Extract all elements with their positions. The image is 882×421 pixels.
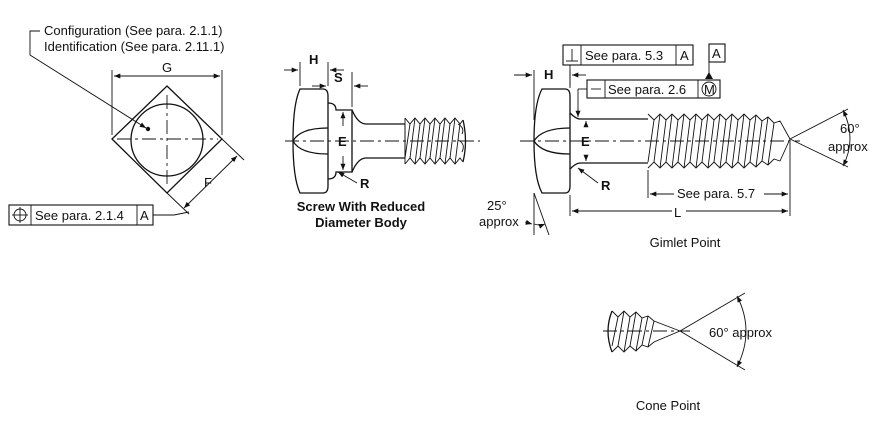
position-tolerance-icon — [12, 207, 28, 223]
position-ref: See para. 2.1.4 — [35, 208, 124, 223]
hex-head-right — [533, 88, 571, 194]
hex-head — [292, 88, 329, 194]
perp-ref: See para. 5.3 — [585, 48, 663, 63]
dim-s-label: S — [334, 70, 343, 85]
angle-head-2: approx — [479, 214, 519, 229]
caption-reduced-1: Screw With Reduced — [297, 199, 426, 214]
dim-g-label: G — [162, 60, 172, 75]
dim-f-label: F — [204, 175, 212, 190]
dim-l-label: L — [674, 205, 681, 220]
dim-h-right: H — [544, 67, 553, 82]
caption-reduced-2: Diameter Body — [315, 215, 408, 230]
gimlet-angle-1: 60° — [840, 121, 860, 136]
dim-r-right: R — [601, 178, 611, 193]
angle-head-1: 25° — [487, 198, 507, 213]
dim-r-left: R — [360, 176, 370, 191]
caption-cone: Cone Point — [636, 398, 701, 413]
identification-note: Identification (See para. 2.11.1) — [44, 39, 224, 54]
perp-datum: A — [680, 48, 689, 63]
dim-h-left: H — [309, 52, 318, 67]
position-datum: A — [140, 208, 149, 223]
end-view: G F Configuration (See para. 2.1.1) Iden… — [8, 23, 245, 226]
gimlet-angle-2: approx — [828, 139, 868, 154]
cone-angle: 60° approx — [709, 325, 773, 340]
dim-e-left: E — [338, 134, 347, 149]
thread-ref: See para. 5.7 — [677, 186, 755, 201]
straight-ref: See para. 2.6 — [608, 82, 686, 97]
cone-point: 60° approx Cone Point — [603, 292, 773, 413]
perpendicularity-icon — [566, 49, 578, 62]
caption-gimlet: Gimlet Point — [650, 235, 721, 250]
configuration-note: Configuration (See para. 2.1.1) — [44, 23, 223, 38]
dim-e-right: E — [581, 134, 590, 149]
gimlet-point-screw: H See para. 5.3 A A See para. 2.6 M E — [479, 43, 868, 250]
datum-a: A — [712, 46, 721, 61]
mmc-symbol: M — [704, 82, 715, 97]
reduced-body-screw: H S E R Screw With Reduced Diameter Body — [284, 52, 480, 230]
